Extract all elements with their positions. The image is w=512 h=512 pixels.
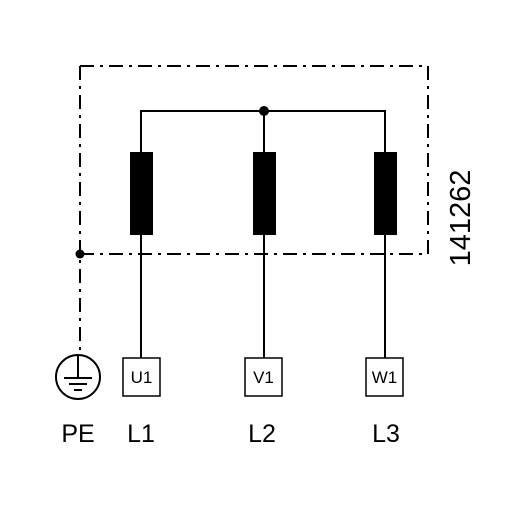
terminal-label-v1: V1 [253, 368, 274, 387]
pe-junction-dot [75, 249, 85, 259]
ground-icon [55, 354, 101, 400]
terminal-label-u1: U1 [131, 368, 153, 387]
line-label-l1: L1 [127, 420, 155, 448]
winding-coil-u [130, 152, 153, 235]
enclosure-boundary [80, 65, 429, 255]
terminal-box-v1 [244, 357, 283, 397]
line-label-l2: L2 [248, 420, 276, 448]
ground-label: PE [61, 420, 94, 448]
winding-coil-w [374, 152, 397, 235]
line-label-l3: L3 [372, 420, 400, 448]
diagram-code: 141262 [445, 170, 477, 267]
star-point-dot [259, 106, 269, 116]
terminal-label-w1: W1 [372, 368, 398, 387]
winding-coil-v [253, 152, 276, 235]
terminal-box-u1 [122, 357, 161, 397]
terminal-box-w1 [365, 357, 404, 397]
